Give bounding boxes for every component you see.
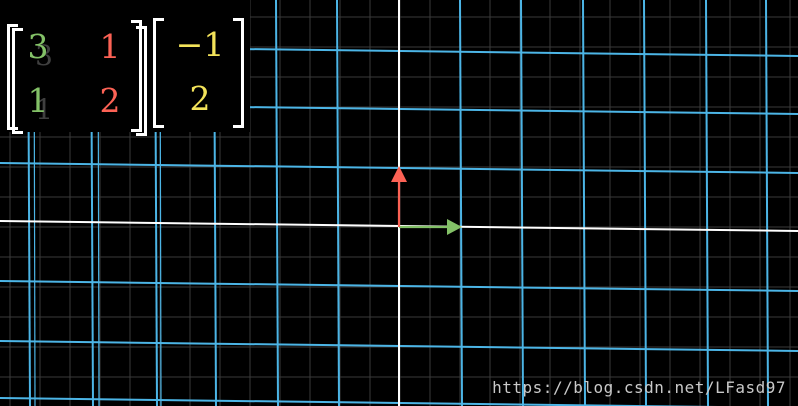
grid-vertical-line <box>582 0 586 406</box>
grid-vertical-line <box>705 0 709 406</box>
grid-vertical-line <box>765 0 769 406</box>
matrix-entry-a21: 1 <box>27 81 49 120</box>
grid-vertical-line <box>459 0 463 406</box>
grid-vertical-line <box>520 0 524 406</box>
matrix-entry-a22: 2 <box>99 81 121 120</box>
matrix-right-bracket-shadow <box>136 26 147 136</box>
matrix-entry-a12: 1 <box>99 27 121 66</box>
matrix-right-bracket <box>131 20 142 132</box>
ghost-entry-1: 3 <box>35 39 53 72</box>
grid-vertical-line <box>275 0 279 406</box>
i-hat-vector <box>399 219 462 235</box>
vector-left-bracket <box>153 18 164 128</box>
matrix-entry-a11: 3 <box>27 27 49 66</box>
vector-right-bracket <box>233 18 244 128</box>
matrix-vector-label: 3 1 3 1 1 2 −1 2 <box>0 0 250 136</box>
j-hat-vector <box>391 166 407 227</box>
vector-entry-x: −1 <box>175 25 225 64</box>
vector-entry-y: 2 <box>189 79 211 118</box>
grid-vertical-line <box>643 0 647 406</box>
ghost-entry-2: 1 <box>35 93 53 126</box>
matrix-left-bracket-shadow <box>12 28 23 134</box>
watermark-url: https://blog.csdn.net/LFasd97 <box>492 378 786 397</box>
grid-vertical-line <box>336 0 340 406</box>
